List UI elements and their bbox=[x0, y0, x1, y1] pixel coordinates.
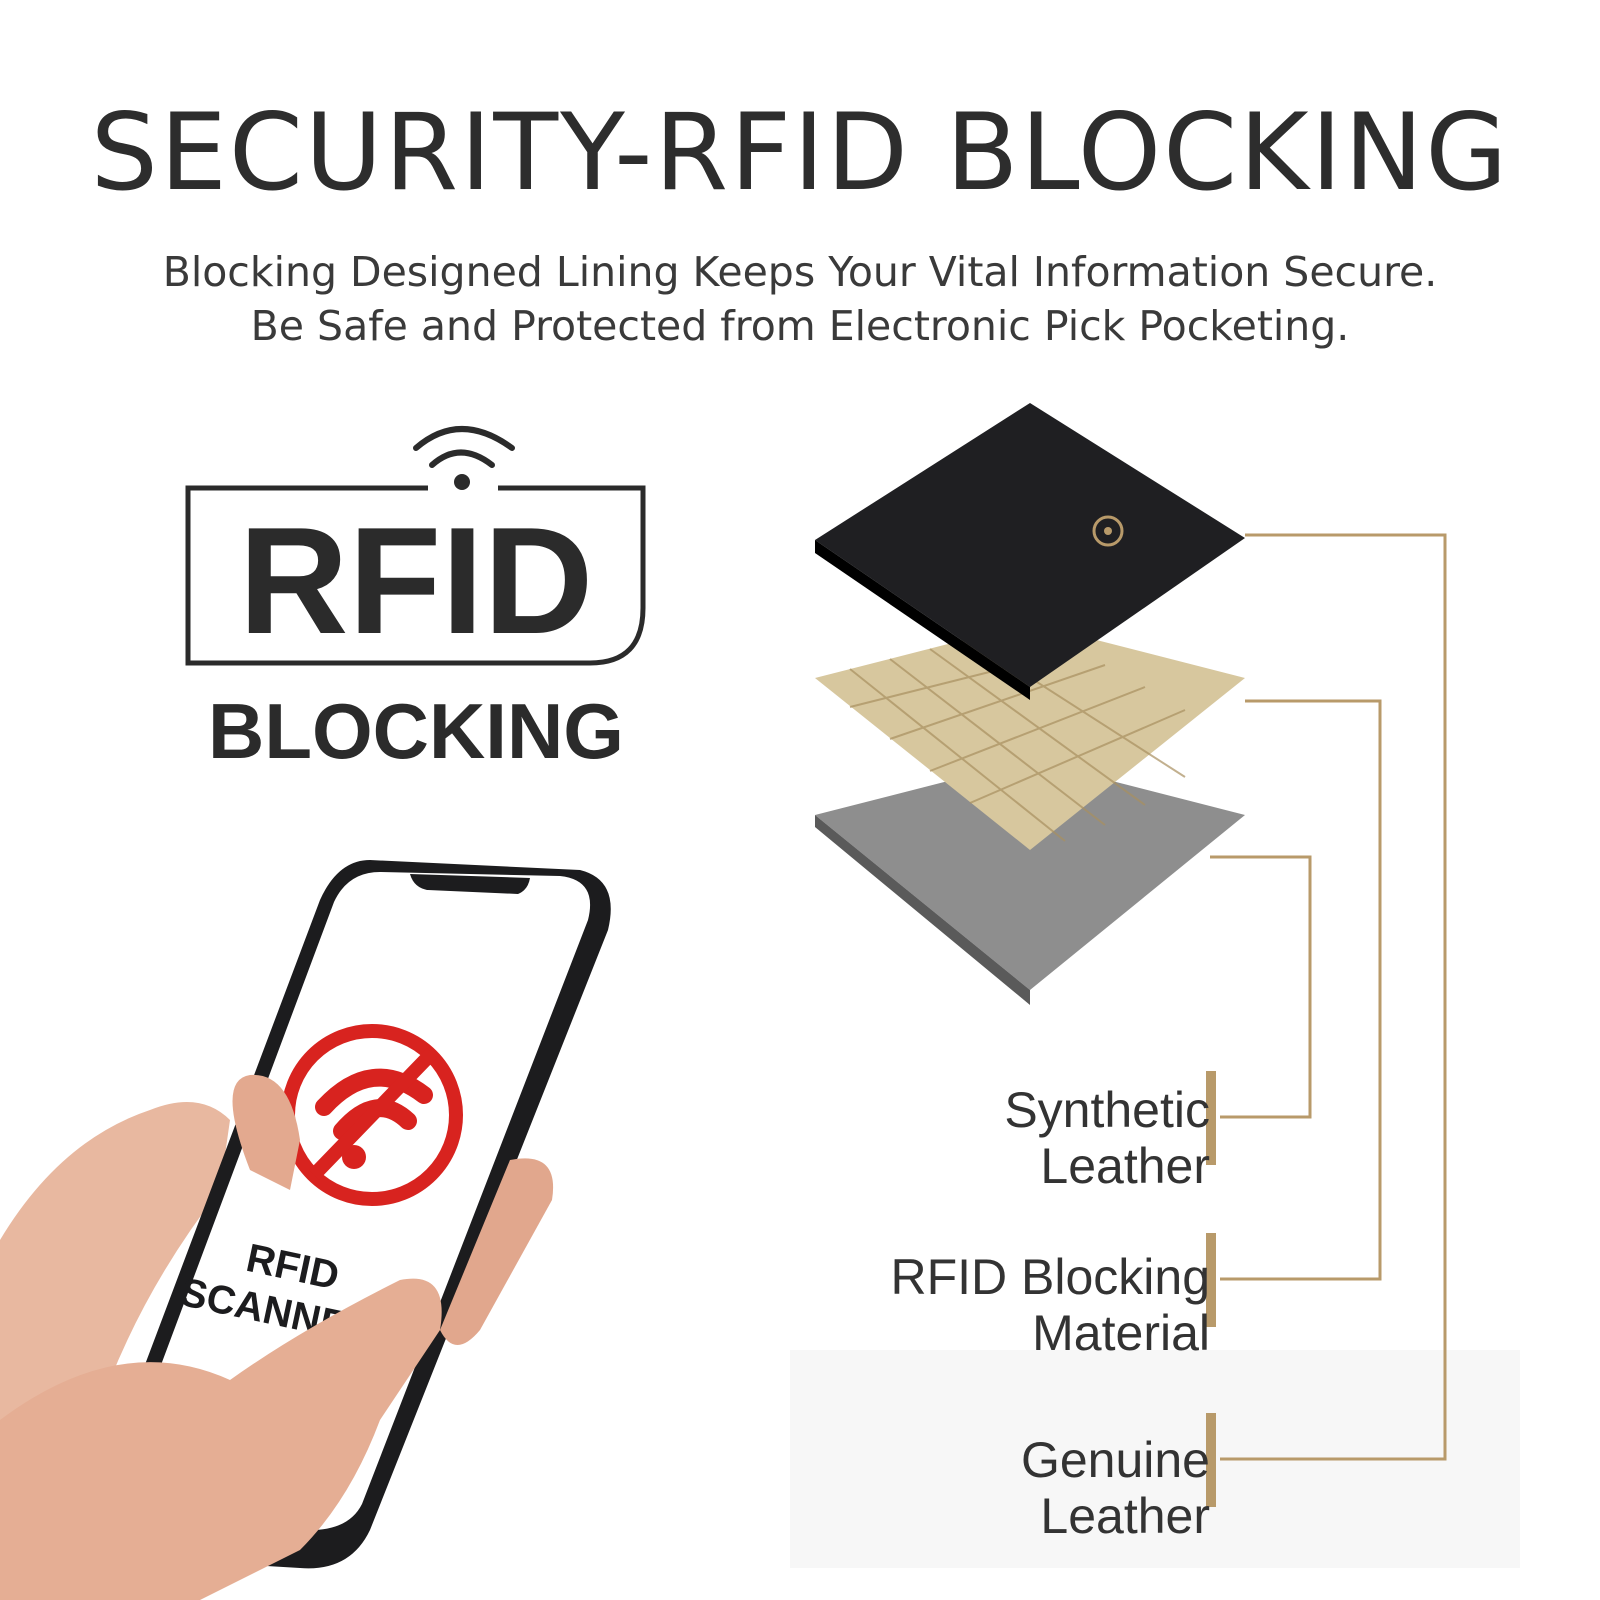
wifi-signal-icon bbox=[413, 426, 515, 490]
layer-label-line: Synthetic bbox=[1004, 1082, 1210, 1138]
genuine-leather-layer bbox=[815, 760, 1245, 990]
layer-diagram bbox=[815, 403, 1447, 1507]
phone-notch bbox=[410, 874, 530, 894]
layer-label-line: RFID Blocking bbox=[890, 1249, 1210, 1305]
page-title: SECURITY-RFID BLOCKING bbox=[90, 91, 1510, 214]
logo-frame bbox=[185, 485, 646, 666]
subtitle-line-1: Blocking Designed Lining Keeps Your Vita… bbox=[162, 248, 1438, 296]
hand-thumb bbox=[232, 1074, 300, 1190]
layer-label-rfid-blocking-material: RFID Blocking Material bbox=[890, 1249, 1210, 1361]
logo-rfid-text: RFID bbox=[239, 496, 594, 666]
hand-finger-side bbox=[440, 1158, 554, 1345]
hand-fingers bbox=[0, 1278, 442, 1600]
layer-label-line: Material bbox=[1032, 1305, 1210, 1361]
subtitle-line-2: Be Safe and Protected from Electronic Pi… bbox=[250, 302, 1350, 350]
layer-label-line: Leather bbox=[1040, 1138, 1210, 1194]
synthetic-leather-layer bbox=[815, 403, 1245, 687]
logo-blocking-text: BLOCKING bbox=[208, 687, 624, 775]
layer-label-genuine-leather: Genuine Leather bbox=[1021, 1432, 1210, 1544]
layer-label-line: Genuine bbox=[1020, 1432, 1210, 1488]
rfid-blocking-layer bbox=[815, 623, 1245, 850]
layer-label-synthetic-leather: Synthetic Leather bbox=[1004, 1082, 1210, 1194]
rfid-blocking-logo: RFID BLOCKING bbox=[185, 426, 646, 775]
layer-label-line: Leather bbox=[1040, 1488, 1210, 1544]
phone-illustration: RFID SCANNER bbox=[0, 860, 611, 1600]
